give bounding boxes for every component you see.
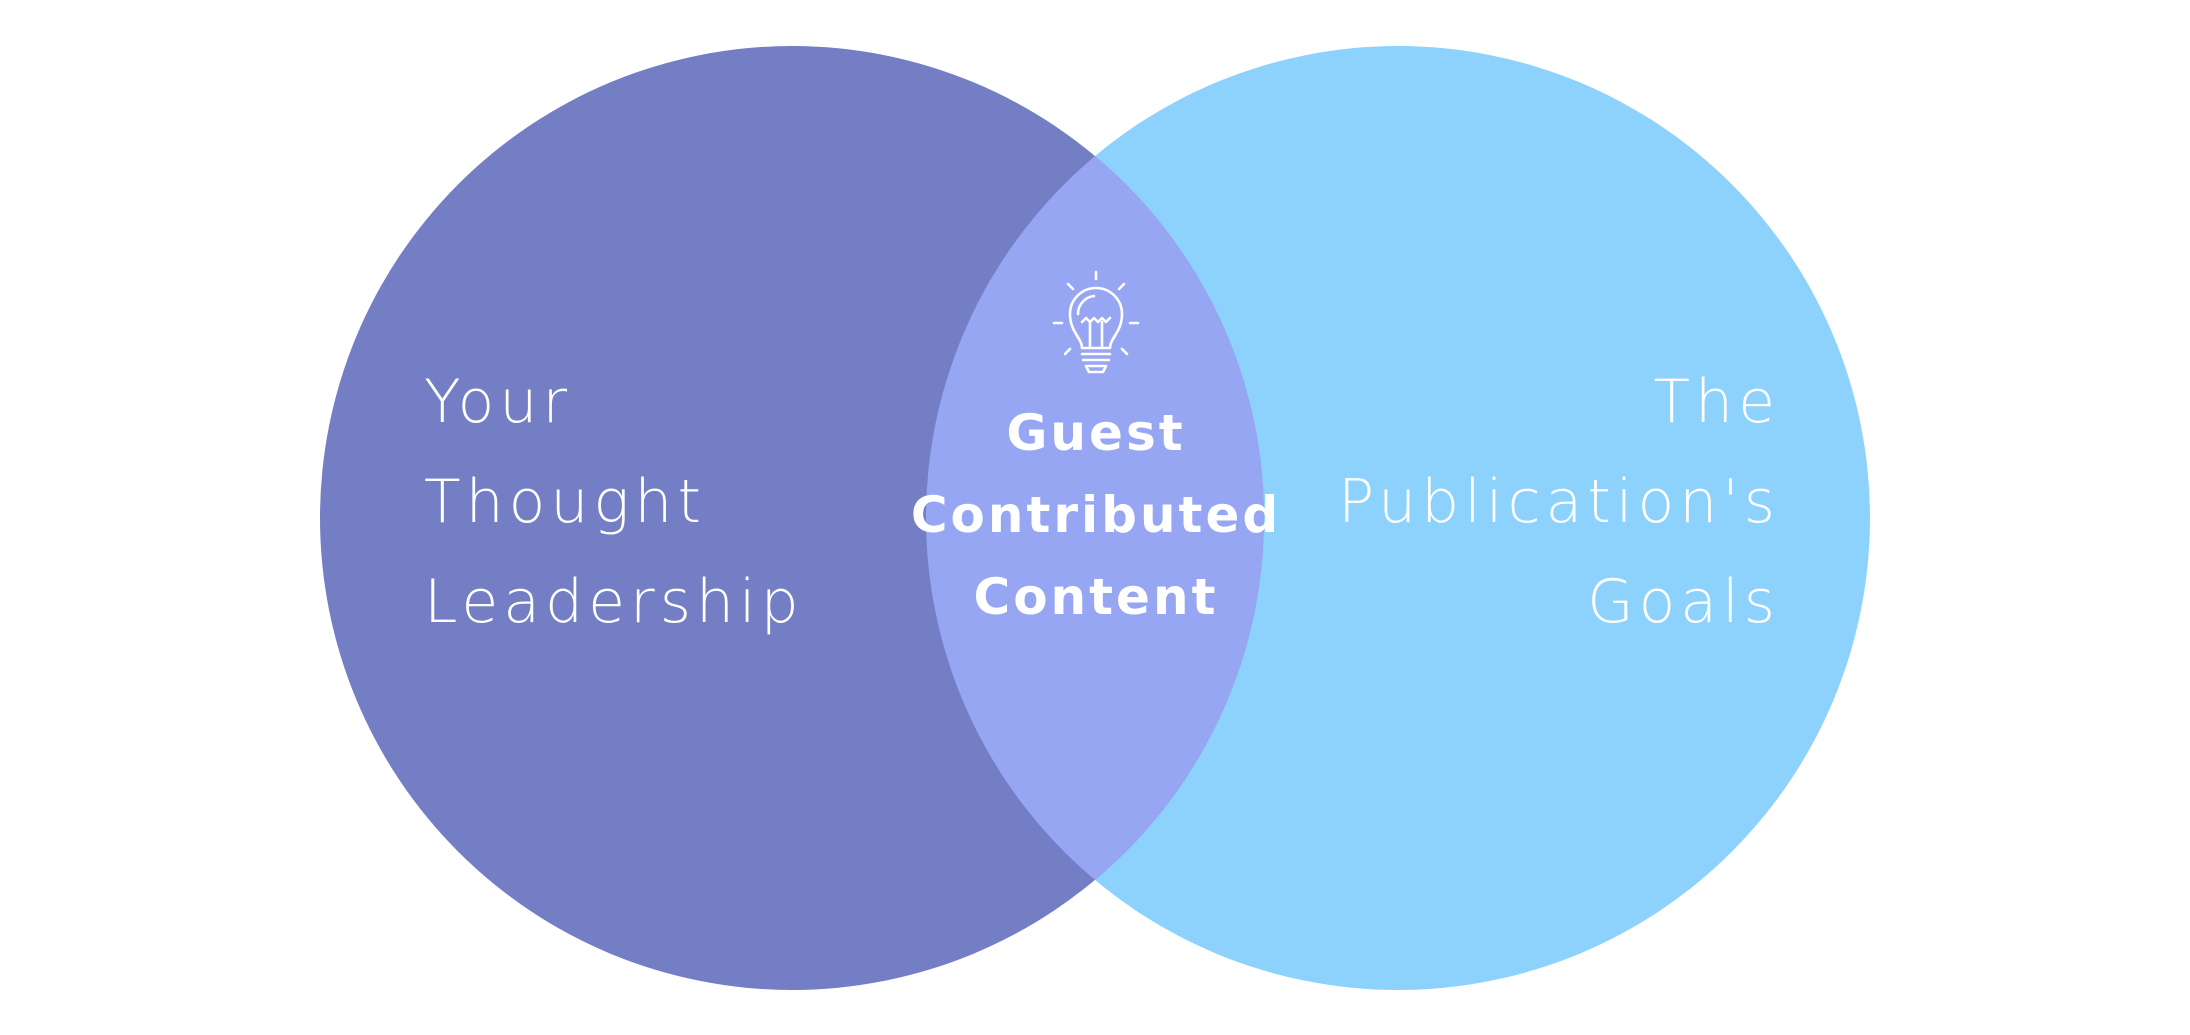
intersection-region: [926, 46, 1264, 990]
intersection-label-line: Content: [973, 568, 1219, 626]
right-label-line: Goals: [1587, 567, 1780, 637]
left-label-line: Leadership: [424, 567, 804, 637]
intersection-label: Guest Contributed Content: [911, 392, 1281, 638]
left-label-line: Your: [424, 367, 573, 437]
lightbulb-icon: [1052, 270, 1140, 374]
intersection-label-line: Contributed: [910, 486, 1282, 544]
intersection-label-line: Guest: [1006, 404, 1186, 462]
left-label-line: Thought: [424, 467, 706, 537]
left-circle-label: Your Thought Leadership: [424, 352, 804, 652]
right-label-line: Publication's: [1337, 467, 1780, 537]
right-label-line: The: [1653, 367, 1780, 437]
right-circle-label: The Publication's Goals: [1338, 352, 1780, 652]
